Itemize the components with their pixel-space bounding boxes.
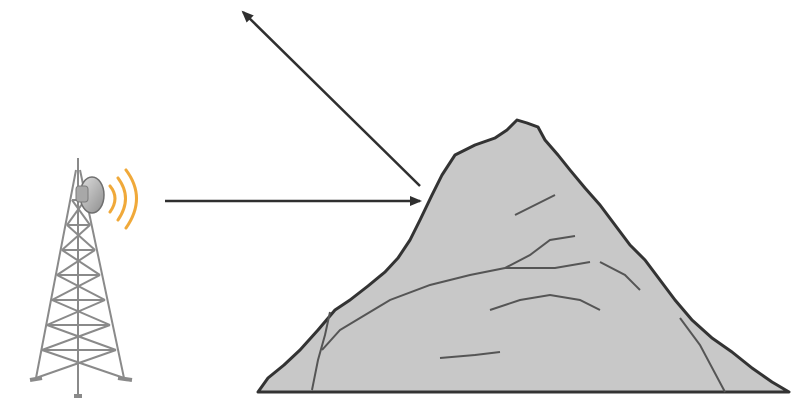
mountain-shape xyxy=(258,120,789,392)
mountain xyxy=(258,120,789,392)
signal-wave-icon xyxy=(110,170,137,228)
reflected-arrow xyxy=(243,12,420,186)
